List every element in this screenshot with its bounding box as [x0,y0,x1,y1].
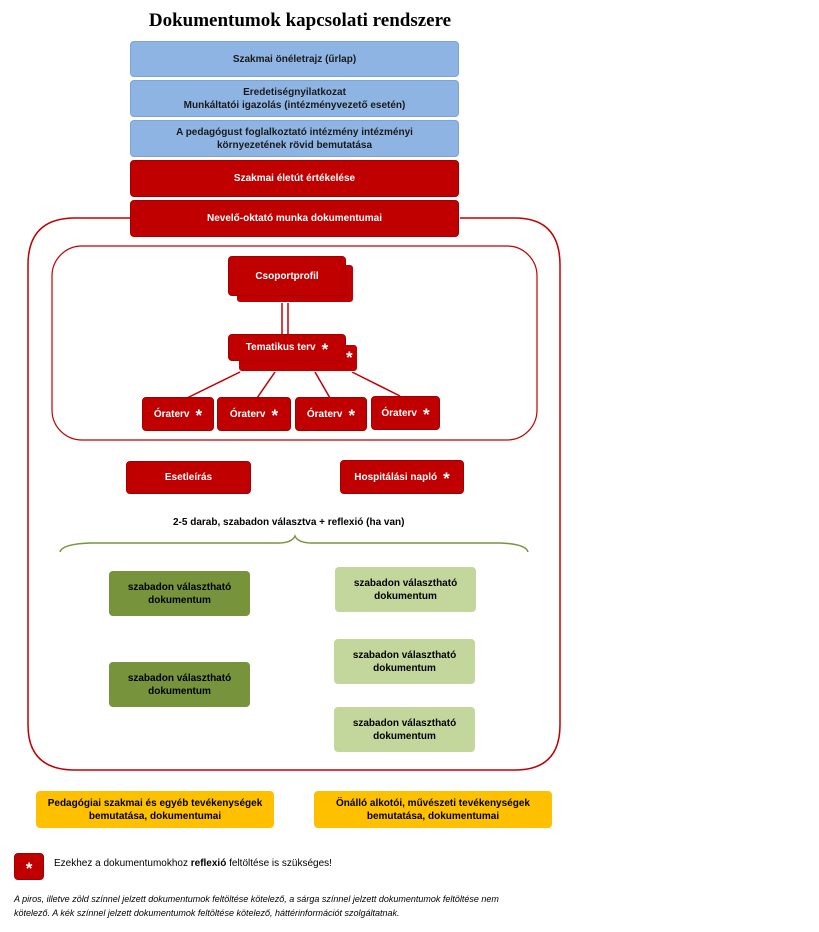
institution-label-2: környezetének rövid bemutatása [216,139,373,151]
thematic-plan-label: Tematikus terv [245,342,316,353]
career-label: Szakmai életút értékelése [233,173,356,184]
lesson-plan-3: Óraterv * [295,397,367,431]
lesson-plan-1: Óraterv * [142,397,214,431]
count-label: 2-5 darab, szabadon választva + reflexió… [173,517,405,528]
pedagogical-activities-line-2: bemutatása, dokumentumai [88,810,222,822]
legend-text-before: Ezekhez a dokumentumokhoz [54,858,191,869]
lesson-plan-label: Óraterv [229,408,266,420]
thematic-plan-block: Tematikus terv * [228,334,346,361]
group-profile-block: Csoportprofil [228,256,346,296]
page-title: Dokumentumok kapcsolati rendszere [148,10,452,31]
free-doc-dark-2: szabadon választható dokumentum [109,662,250,707]
green-brace [59,534,529,553]
work-docs-label: Nevelő-oktató munka dokumentumai [206,213,383,224]
free-doc-line-1: szabadon választható [127,581,232,593]
reflection-star-icon: * [321,339,329,359]
creative-activities-block: Önálló alkotói, művészeti tevékenységek … [314,791,552,828]
creative-activities-line-2: bemutatása, dokumentumai [366,810,500,822]
lesson-plan-4: Óraterv * [371,396,440,430]
group-profile-label: Csoportprofil [255,270,319,282]
reflection-star-icon: * [271,406,279,425]
career-block: Szakmai életút értékelése [130,160,459,197]
pedagogical-activities-block: Pedagógiai szakmai és egyéb tevékenysége… [36,791,274,828]
free-doc-line-2: dokumentum [373,730,436,742]
free-doc-line-1: szabadon választható [353,577,458,589]
free-doc-light-3: szabadon választható dokumentum [334,707,475,752]
observation-log-label: Hospitálási napló [354,471,438,483]
legend-text-after: feltöltése is szükséges! [226,858,332,869]
free-doc-line-1: szabadon választható [352,717,457,729]
cv-block: Szakmai önéletrajz (űrlap) [130,41,459,77]
outer-frame [27,217,561,771]
reflection-star-icon: * [346,348,353,367]
legend-star-box: * [14,853,44,880]
originality-label-2: Munkáltatói igazolás (intézményvezető es… [183,99,406,111]
reflection-star-icon: * [422,405,430,424]
observation-log-block: Hospitálási napló * [340,460,464,494]
reflection-star-icon: * [348,406,356,425]
footnote-line-2: kötelező. A kék színnel jelzett dokument… [14,908,400,918]
case-description-label: Esetleírás [164,472,213,483]
free-doc-line-2: dokumentum [148,685,211,697]
originality-block: Eredetiségnyilatkozat Munkáltatói igazol… [130,80,459,117]
institution-block: A pedagógust foglalkoztató intézmény int… [130,120,459,157]
footnote-line-1: A piros, illetve zöld színnel jelzett do… [14,894,499,904]
free-doc-line-1: szabadon választható [352,649,457,661]
pedagogical-activities-line-1: Pedagógiai szakmai és egyéb tevékenysége… [47,797,263,809]
free-doc-line-2: dokumentum [148,594,211,606]
footnote: A piros, illetve zöld színnel jelzett do… [14,892,814,920]
legend-text: Ezekhez a dokumentumokhoz reflexió feltö… [54,858,332,869]
free-doc-light-1: szabadon választható dokumentum [335,567,476,612]
creative-activities-line-1: Önálló alkotói, művészeti tevékenységek [336,797,530,809]
legend-text-bold: reflexió [190,858,227,869]
free-doc-line-1: szabadon választható [127,672,232,684]
lesson-plan-label: Óraterv [306,408,343,420]
reflection-star-icon: * [25,858,33,878]
lesson-plan-label: Óraterv [153,408,190,420]
institution-label-1: A pedagógust foglalkoztató intézmény int… [176,126,413,138]
free-doc-dark-1: szabadon választható dokumentum [109,571,250,616]
free-doc-light-2: szabadon választható dokumentum [334,639,475,684]
reflection-star-icon: * [195,406,203,425]
lesson-plan-label: Óraterv [381,407,417,419]
cv-label: Szakmai önéletrajz (űrlap) [232,53,357,65]
free-doc-line-2: dokumentum [374,590,437,602]
originality-label-1: Eredetiségnyilatkozat [243,86,346,98]
case-description-block: Esetleírás [126,461,251,494]
lesson-plan-2: Óraterv * [217,397,291,431]
inner-frame [51,245,538,441]
reflection-star-icon: * [443,469,450,488]
free-doc-line-2: dokumentum [373,662,436,674]
work-docs-block: Nevelő-oktató munka dokumentumai [130,200,459,237]
